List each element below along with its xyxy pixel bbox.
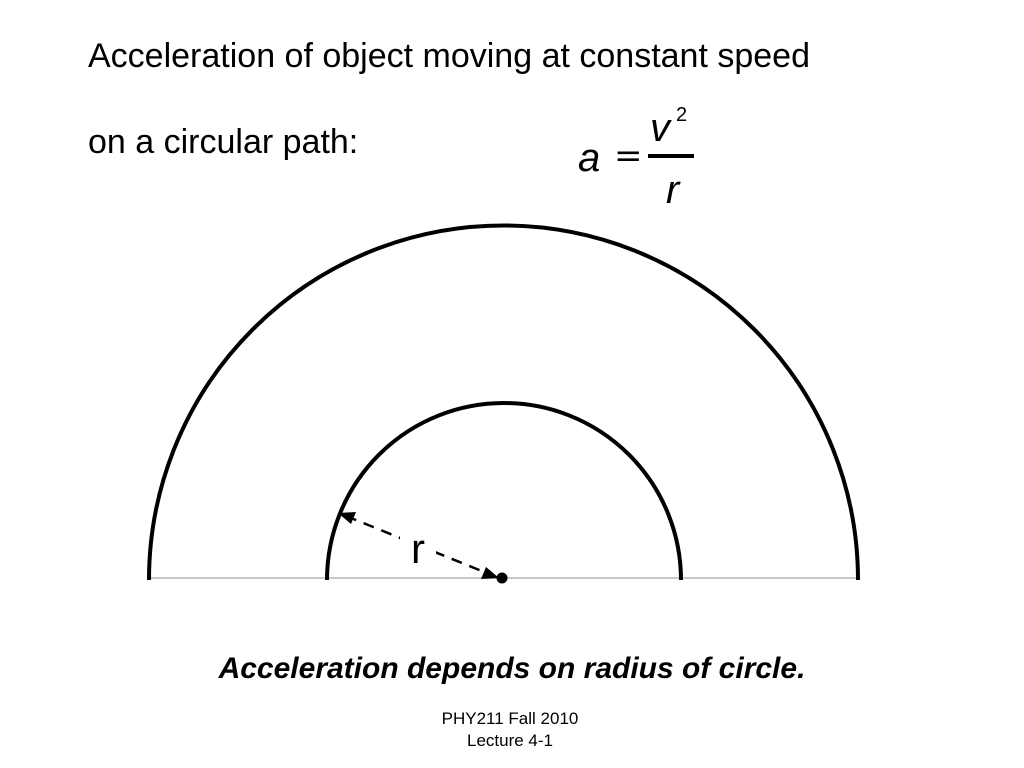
footer-lecture: Lecture 4-1 [467, 731, 553, 750]
slide-caption: Acceleration depends on radius of circle… [218, 652, 806, 685]
formula-equals: = [614, 136, 643, 176]
inner-semicircle [325, 401, 683, 581]
slide-title-line-1: Acceleration of object moving at constan… [88, 37, 810, 75]
center-point [496, 572, 508, 584]
radius-label-background [400, 526, 436, 568]
acceleration-formula: a = v 2 r [570, 100, 710, 212]
slide-title-line-2: on a circular path: [88, 123, 359, 161]
formula-lhs: a [578, 136, 601, 180]
formula-fraction-bar [648, 154, 694, 158]
formula-denominator: r [666, 168, 680, 212]
outer-semicircle [147, 223, 860, 581]
radius-arrowhead-start [338, 512, 356, 524]
radius-label: r [411, 525, 425, 572]
formula-numerator: v [650, 106, 670, 150]
radius-arrowhead-end [481, 567, 499, 579]
footer-course: PHY211 Fall 2010 [441, 709, 579, 728]
formula-exponent: 2 [676, 104, 688, 126]
